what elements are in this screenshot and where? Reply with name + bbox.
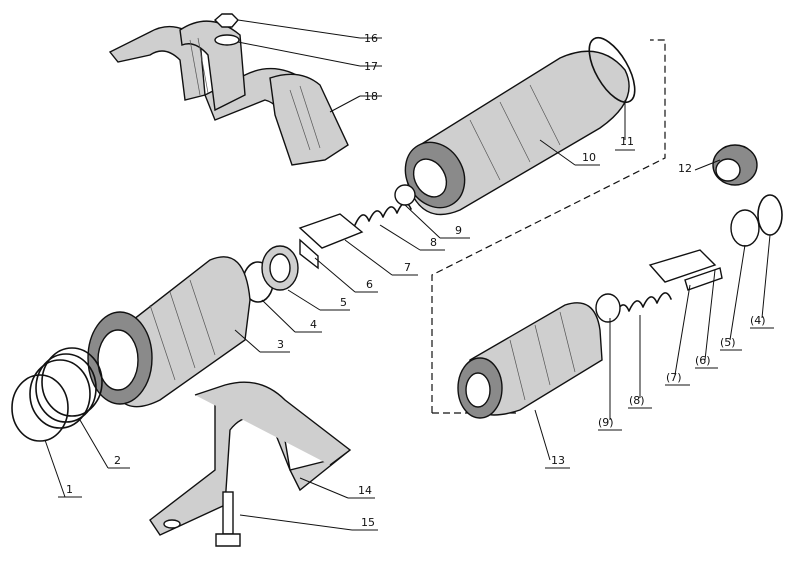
callout-5: 5 xyxy=(340,296,347,309)
leaders xyxy=(44,19,774,531)
callout-p8: (8) xyxy=(629,394,645,407)
spring-8 xyxy=(354,202,412,226)
housing-3 xyxy=(87,256,251,408)
callout-1: 1 xyxy=(66,483,73,496)
callout-14: 14 xyxy=(358,484,372,497)
callout-p7: (7) xyxy=(666,371,682,384)
callout-7: 7 xyxy=(404,261,411,274)
spring-8-alt xyxy=(614,292,672,316)
callout-p4: (4) xyxy=(750,314,766,327)
bolt-16 xyxy=(213,13,240,46)
callout-4: 4 xyxy=(310,318,317,331)
sleeve-5 xyxy=(261,245,299,291)
callout-8: 8 xyxy=(430,236,437,249)
callout-p6: (6) xyxy=(695,354,711,367)
callout-17: 17 xyxy=(364,60,378,73)
callout-11: 11 xyxy=(620,135,634,148)
contact-strip-7-alt xyxy=(648,249,723,291)
callout-12: 12 xyxy=(678,162,692,175)
bolt-15 xyxy=(215,491,241,547)
contact-strip-7 xyxy=(298,213,364,270)
ball-9-alt xyxy=(595,293,621,323)
dashed-frame xyxy=(431,39,666,413)
spring-2 xyxy=(29,347,103,429)
callout-p9: (9) xyxy=(598,416,614,429)
callout-6: 6 xyxy=(366,278,373,291)
callout-18: 18 xyxy=(364,90,378,103)
nut-12 xyxy=(712,144,758,186)
callout-3: 3 xyxy=(277,338,284,351)
connector-body-10 xyxy=(404,37,636,216)
callout-15: 15 xyxy=(361,516,375,529)
callout-2: 2 xyxy=(114,454,121,467)
connector-body-13 xyxy=(457,302,603,419)
lower-clamp-bracket xyxy=(149,381,352,536)
callout-16: 16 xyxy=(364,32,378,45)
callout-p5: (5) xyxy=(720,336,736,349)
ring-4-alt xyxy=(757,194,783,236)
callout-9: 9 xyxy=(455,224,462,237)
ring-1 xyxy=(11,374,69,442)
callout-labels: 16 17 18 10 11 12 9 8 7 6 5 4 3 2 1 14 1… xyxy=(66,32,766,529)
callout-13: 13 xyxy=(551,454,565,467)
sleeve-5-alt xyxy=(730,209,760,247)
ball-9 xyxy=(394,184,416,206)
callout-10: 10 xyxy=(582,151,596,164)
